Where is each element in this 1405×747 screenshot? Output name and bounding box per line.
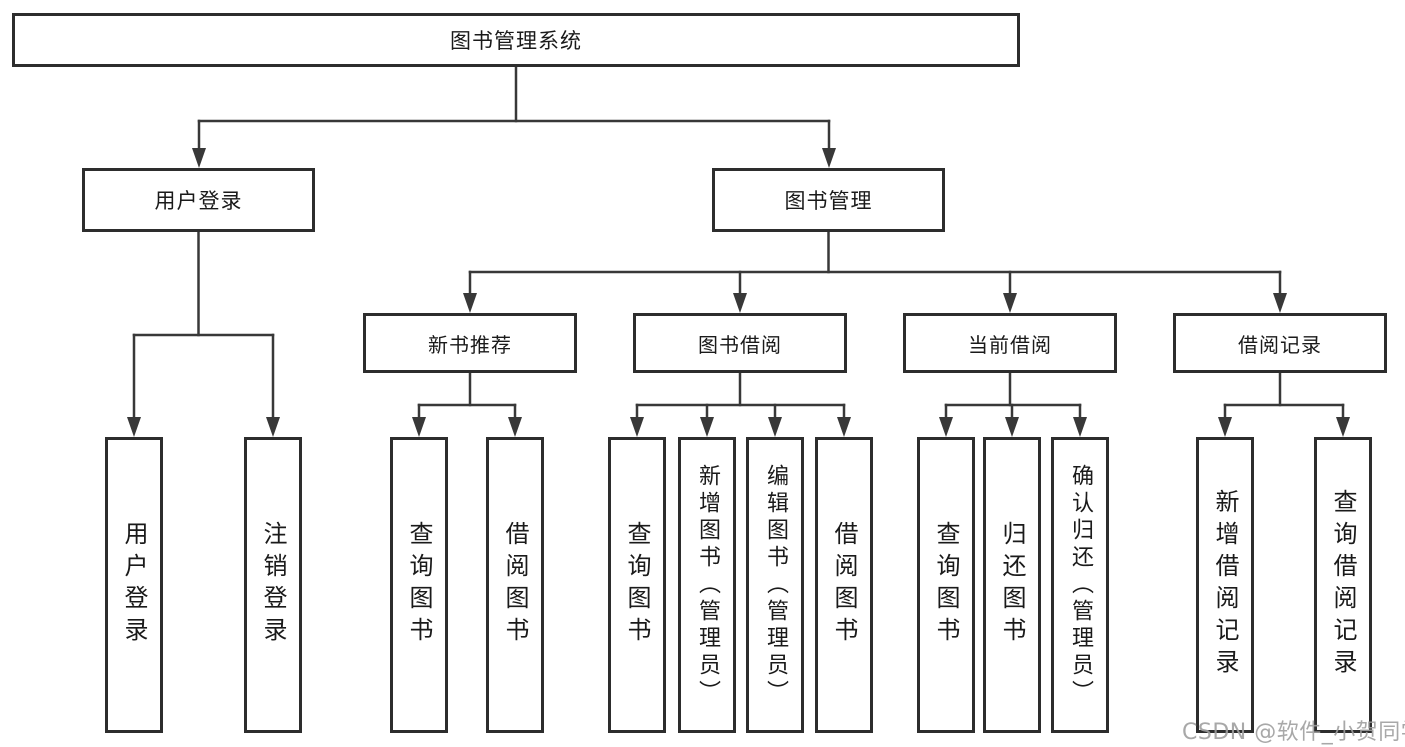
watermark: CSDN @软件_小贺同学 [1182, 720, 1405, 745]
node-book-management: 图书管理 [712, 168, 945, 232]
leaf-borrow-book-2: 借阅图书 [815, 437, 873, 733]
arrowhead-icon [463, 293, 477, 313]
node-borrow-records: 借阅记录 [1173, 313, 1387, 373]
arrowhead-icon [127, 417, 141, 437]
leaf-borrow-book-1-label: 借阅图书 [501, 521, 529, 649]
arrowhead-icon [412, 417, 426, 437]
arrowhead-icon [192, 148, 206, 168]
node-current-borrow: 当前借阅 [903, 313, 1117, 373]
leaf-query-book-1-label: 查询图书 [405, 521, 433, 649]
leaf-query-borrow-record-label: 查询借阅记录 [1329, 489, 1357, 681]
leaf-add-borrow-record: 新增借阅记录 [1196, 437, 1254, 733]
arrowhead-icon [939, 417, 953, 437]
arrowhead-icon [266, 417, 280, 437]
node-book-borrow: 图书借阅 [633, 313, 847, 373]
arrowhead-icon-group [127, 148, 1350, 437]
leaf-confirm-return-admin: 确认归还（管理员） [1051, 437, 1109, 733]
arrowhead-icon [837, 417, 851, 437]
node-root: 图书管理系统 [12, 13, 1020, 67]
arrowhead-icon [700, 417, 714, 437]
leaf-query-borrow-record: 查询借阅记录 [1314, 437, 1372, 733]
node-current-borrow-label: 当前借阅 [968, 332, 1052, 357]
leaf-confirm-return-admin-label: 确认归还（管理员） [1068, 463, 1093, 707]
leaf-edit-book-admin: 编辑图书（管理员） [746, 437, 804, 733]
arrowhead-icon [733, 293, 747, 313]
node-user-login: 用户登录 [82, 168, 315, 232]
node-root-label: 图书管理系统 [450, 29, 582, 53]
node-book-borrow-label: 图书借阅 [698, 332, 782, 357]
node-book-management-label: 图书管理 [784, 189, 873, 213]
arrowhead-icon [630, 417, 644, 437]
node-user-login-label: 用户登录 [154, 189, 243, 213]
leaf-add-book-admin-label: 新增图书（管理员） [695, 463, 720, 707]
leaf-query-book-3-label: 查询图书 [932, 521, 960, 649]
arrowhead-icon [1336, 417, 1350, 437]
leaf-query-book-2: 查询图书 [608, 437, 666, 733]
arrowhead-icon [1005, 417, 1019, 437]
leaf-borrow-book-1: 借阅图书 [486, 437, 544, 733]
leaf-return-book: 归还图书 [983, 437, 1041, 733]
leaf-borrow-book-2-label: 借阅图书 [830, 521, 858, 649]
leaf-user-login: 用户登录 [105, 437, 163, 733]
leaf-query-book-3: 查询图书 [917, 437, 975, 733]
arrowhead-icon [1273, 293, 1287, 313]
leaf-query-book-2-label: 查询图书 [623, 521, 651, 649]
node-new-book-recommend: 新书推荐 [363, 313, 577, 373]
leaf-logout-label: 注销登录 [259, 521, 287, 649]
arrowhead-icon [1003, 293, 1017, 313]
leaf-edit-book-admin-label: 编辑图书（管理员） [763, 463, 788, 707]
node-borrow-records-label: 借阅记录 [1238, 332, 1322, 357]
arrowhead-icon [508, 417, 522, 437]
arrowhead-icon [822, 148, 836, 168]
leaf-add-book-admin: 新增图书（管理员） [678, 437, 736, 733]
node-new-book-recommend-label: 新书推荐 [428, 332, 512, 357]
leaf-add-borrow-record-label: 新增借阅记录 [1211, 489, 1239, 681]
leaf-return-book-label: 归还图书 [998, 521, 1026, 649]
arrowhead-icon [768, 417, 782, 437]
arrowhead-icon [1073, 417, 1087, 437]
leaf-logout: 注销登录 [244, 437, 302, 733]
leaf-user-login-label: 用户登录 [120, 521, 148, 649]
leaf-query-book-1: 查询图书 [390, 437, 448, 733]
arrowhead-icon [1218, 417, 1232, 437]
